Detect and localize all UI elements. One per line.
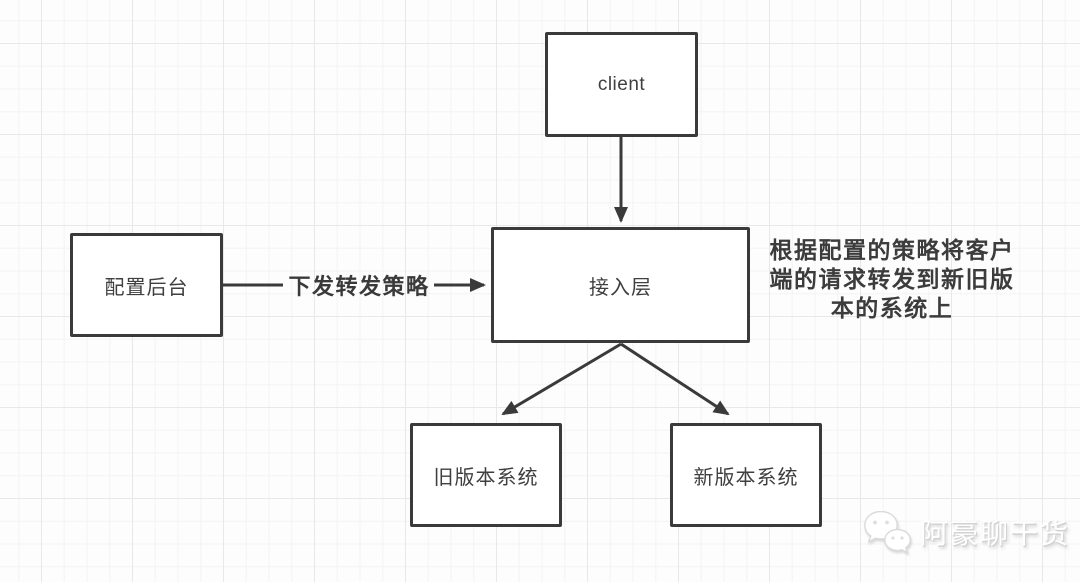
watermark: 阿豪聊干货	[862, 508, 1070, 556]
node-new-version-system: 新版本系统	[670, 423, 822, 527]
wechat-icon	[864, 510, 912, 554]
node-client-label: client	[597, 73, 646, 95]
node-access-layer: 接入层	[491, 227, 750, 343]
annotation-line-3: 本的系统上	[830, 295, 954, 321]
annotation-line-2: 端的请求转发到新旧版	[769, 266, 1015, 292]
annotation-line-1: 根据配置的策略将客户	[769, 237, 1015, 263]
node-config-backend: 配置后台	[70, 233, 223, 337]
watermark-text: 阿豪聊干货	[920, 518, 1071, 549]
edge-config-to-access-label: 下发转发策略	[288, 274, 430, 299]
node-access-layer-label: 接入层	[589, 276, 652, 299]
node-config-backend-label: 配置后台	[104, 276, 189, 299]
node-new-version-system-label: 新版本系统	[693, 466, 799, 489]
node-client: client	[545, 32, 698, 137]
node-old-version-system: 旧版本系统	[410, 423, 562, 527]
edge-access-to-old	[501, 342, 622, 416]
node-old-version-system-label: 旧版本系统	[433, 466, 539, 489]
annotation-text: 根据配置的策略将客户 端的请求转发到新旧版 本的系统上	[756, 236, 1028, 323]
edge-access-to-new	[620, 342, 730, 416]
